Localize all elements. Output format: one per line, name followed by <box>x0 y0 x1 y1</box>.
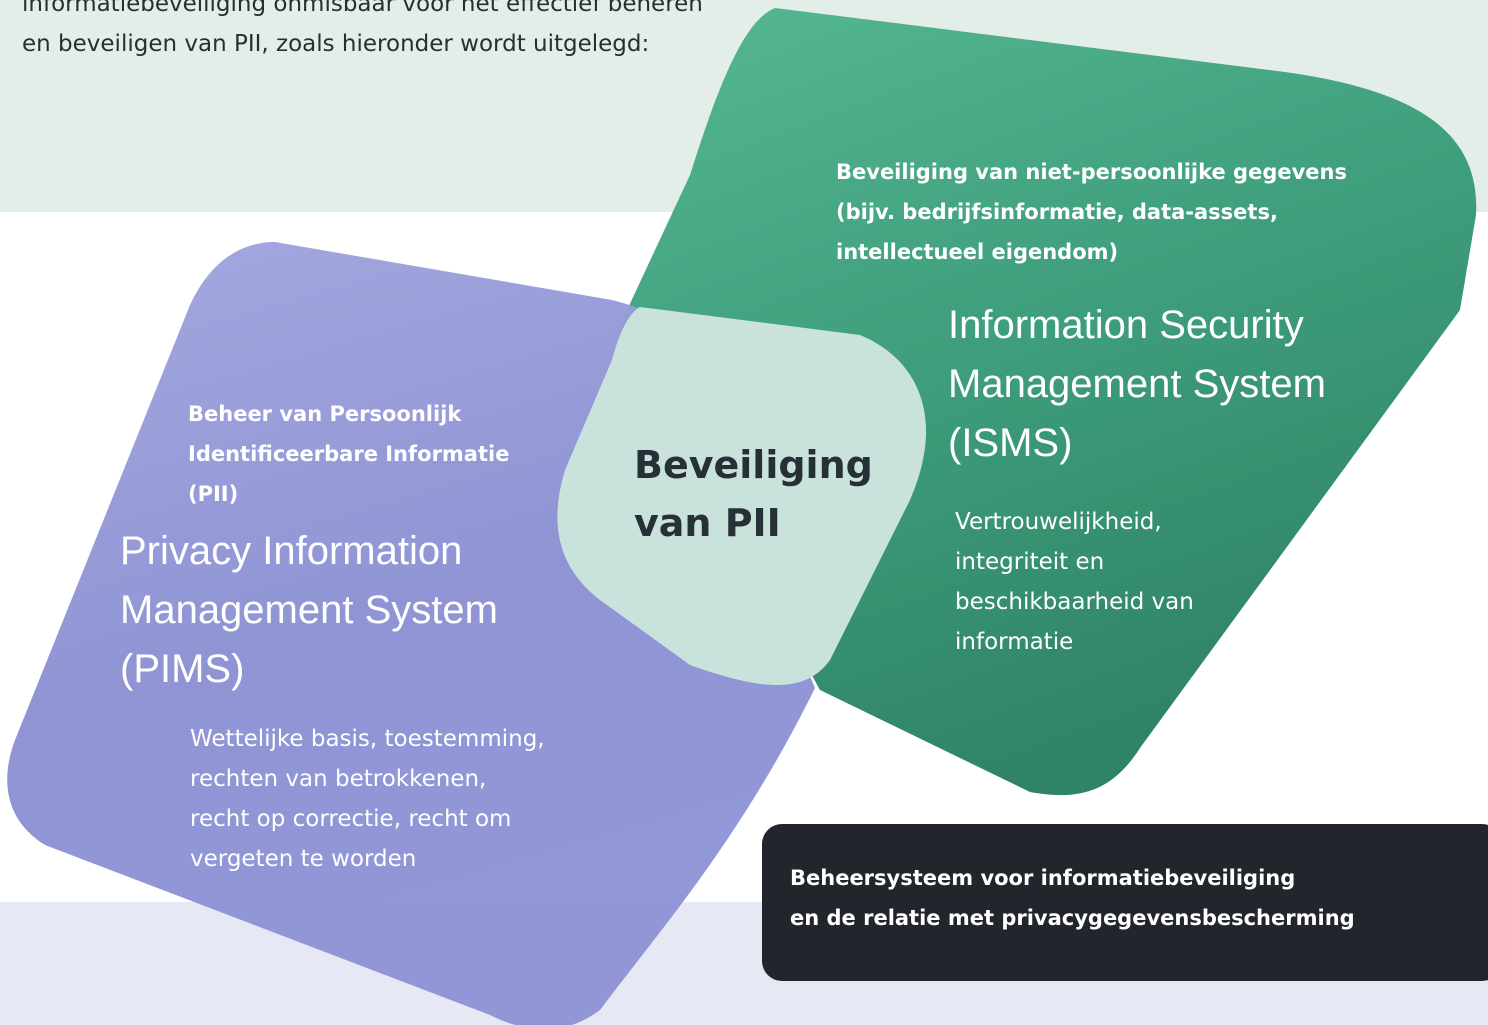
pims-body-line-4: vergeten te worden <box>190 846 417 872</box>
pims-title: Privacy Information Management System (P… <box>120 522 498 699</box>
pims-subtitle-line-2: Identificeerbare Informatie <box>188 442 510 466</box>
overlap-title-line-1: Beveiliging <box>634 443 873 487</box>
isms-body-line-2: integriteit en <box>955 549 1105 575</box>
pims-subtitle: Beheer van Persoonlijk Identificeerbare … <box>188 394 509 514</box>
caption-box <box>762 824 1488 981</box>
caption-text: Beheersysteem voor informatiebeveiliging… <box>790 858 1355 938</box>
isms-subtitle-line-3: intellectueel eigendom) <box>836 240 1119 264</box>
intro-text: informatiebeveiliging onmisbaar voor het… <box>22 0 762 64</box>
caption-line-2: en de relatie met privacygegevensbescher… <box>790 906 1355 930</box>
intro-line-2: en beveiligen van PII, zoals hieronder w… <box>22 31 650 57</box>
isms-title-line-2: Management System <box>948 362 1326 406</box>
pims-body-line-1: Wettelijke basis, toestemming, <box>190 726 545 752</box>
isms-subtitle-line-2: (bijv. bedrijfsinformatie, data-assets, <box>836 200 1278 224</box>
pims-title-line-2: Management System <box>120 588 498 632</box>
pims-body-line-3: recht op correctie, recht om <box>190 806 512 832</box>
isms-body-line-4: informatie <box>955 629 1074 655</box>
isms-description: Vertrouwelijkheid, integriteit en beschi… <box>955 502 1194 662</box>
pims-body-line-2: rechten van betrokkenen, <box>190 766 487 792</box>
isms-title-line-1: Information Security <box>948 303 1304 347</box>
overlap-title: Beveiliging van PII <box>634 436 873 552</box>
isms-body-line-3: beschikbaarheid van <box>955 589 1194 615</box>
isms-subtitle: Beveiliging van niet-persoonlijke gegeve… <box>836 152 1347 272</box>
isms-title-line-3: (ISMS) <box>948 421 1073 465</box>
pims-title-line-1: Privacy Information <box>120 529 463 573</box>
intro-line-1: informatiebeveiliging onmisbaar voor het… <box>22 0 703 17</box>
overlap-title-line-2: van PII <box>634 501 781 545</box>
caption-line-1: Beheersysteem voor informatiebeveiliging <box>790 866 1296 890</box>
pims-subtitle-line-3: (PII) <box>188 482 239 506</box>
isms-body-line-1: Vertrouwelijkheid, <box>955 509 1162 535</box>
pims-description: Wettelijke basis, toestemming, rechten v… <box>190 719 545 879</box>
pims-subtitle-line-1: Beheer van Persoonlijk <box>188 402 462 426</box>
overlap-shape <box>557 307 926 685</box>
isms-title: Information Security Management System (… <box>948 296 1326 473</box>
pims-title-line-3: (PIMS) <box>120 647 245 691</box>
isms-subtitle-line-1: Beveiliging van niet-persoonlijke gegeve… <box>836 160 1347 184</box>
